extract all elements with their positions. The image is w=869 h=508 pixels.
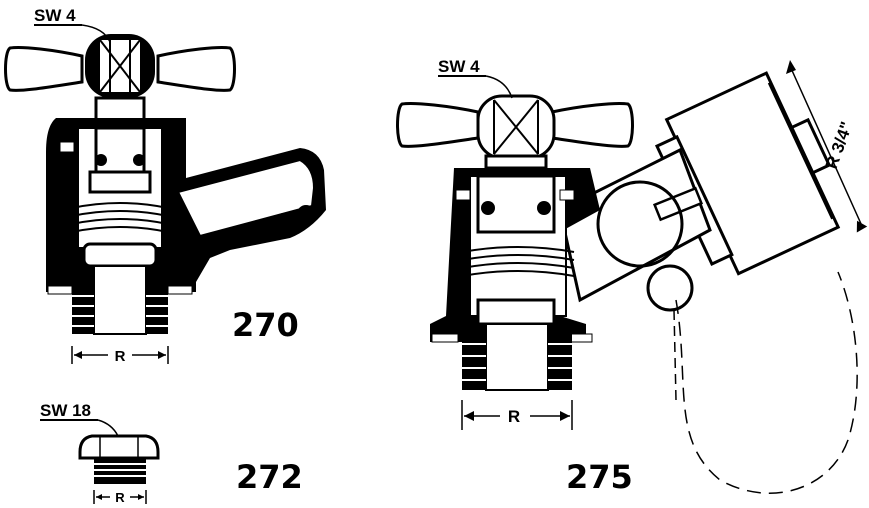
- valve-270-oring-right: [133, 154, 145, 166]
- valve-275-part-number: 275: [566, 458, 633, 496]
- svg-text:R 3/4": R 3/4": [822, 119, 857, 171]
- valve-270-part-number: 270: [232, 306, 299, 344]
- valve-275-hose-dashed-outline: [675, 271, 858, 494]
- valve-270-label-leader: [81, 24, 111, 43]
- valve-275-oring-right: [537, 201, 551, 215]
- valve-275-wrench-label: SW 4: [438, 57, 480, 76]
- svg-text:R: R: [508, 407, 520, 426]
- plug-272-drawing: SW 18 R 272: [40, 401, 303, 505]
- valve-275-drawing: SW 4 R R 3/4" 275: [396, 57, 868, 496]
- valve-270-oring-left: [95, 154, 107, 166]
- valve-270-handle-left-arm: [4, 46, 84, 92]
- valve-270-dimension-r: R: [71, 346, 169, 365]
- valve-270-knurl-pattern: [99, 39, 141, 93]
- valve-275-thread: [461, 246, 575, 277]
- valve-270-drawing: SW 4 R 270: [4, 6, 326, 365]
- plug-272-hex-head: [78, 434, 160, 460]
- valve-270-wrench-label: SW 4: [34, 6, 76, 25]
- valve-275-handle-left-arm: [396, 102, 480, 148]
- valve-270-thread: [71, 202, 169, 233]
- valve-270-handle-right-arm: [156, 46, 236, 92]
- plug-272-wrench-label: SW 18: [40, 401, 91, 420]
- plug-272-label-leader: [97, 419, 119, 437]
- valve-275-chain-ring-lower: [646, 264, 694, 312]
- svg-text:R: R: [115, 348, 126, 365]
- valve-275-knurl-pattern: [493, 99, 539, 155]
- valve-275-spout: [558, 147, 712, 303]
- valve-270-seal-disc: [82, 242, 158, 268]
- valve-275-chain-ring-upper: [596, 180, 684, 268]
- valve-275-dimension-r: R: [461, 400, 573, 430]
- plug-272-dimension-r: R: [93, 490, 147, 505]
- plug-272-part-number: 272: [236, 458, 303, 496]
- valve-275-oring-left: [481, 201, 495, 215]
- valve-275-label-leader: [485, 75, 513, 99]
- svg-text:R: R: [115, 490, 125, 505]
- valve-275-handle-right-arm: [550, 102, 634, 148]
